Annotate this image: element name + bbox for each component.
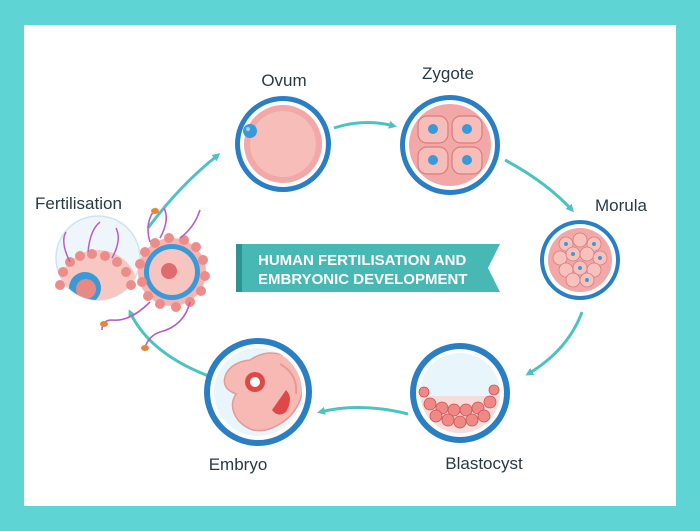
arrow-embryo-to-fertilisation xyxy=(128,309,215,380)
morula-illustration xyxy=(540,220,620,300)
arrow-zygote-to-morula xyxy=(504,158,575,213)
title-banner xyxy=(236,244,500,292)
label-blastocyst: Blastocyst xyxy=(445,454,523,473)
arrow-fertilisation-to-ovum xyxy=(146,153,221,229)
label-zygote: Zygote xyxy=(422,64,474,83)
label-fertilisation: Fertilisation xyxy=(35,194,122,213)
ovum-illustration xyxy=(235,96,331,192)
embryo-illustration xyxy=(204,338,312,446)
title-line-1: HUMAN FERTILISATION AND xyxy=(258,252,466,269)
label-morula: Morula xyxy=(595,196,648,215)
title-line-2: EMBRYONIC DEVELOPMENT xyxy=(258,271,467,288)
zygote-illustration xyxy=(400,95,500,195)
arrow-ovum-to-zygote xyxy=(333,120,397,130)
arrow-morula-to-blastocyst xyxy=(525,311,584,376)
fertilisation-illustration xyxy=(55,207,210,351)
blastocyst-illustration xyxy=(410,343,510,443)
label-ovum: Ovum xyxy=(261,71,306,90)
label-embryo: Embryo xyxy=(209,455,268,474)
arrow-blastocyst-to-embryo xyxy=(317,406,409,416)
